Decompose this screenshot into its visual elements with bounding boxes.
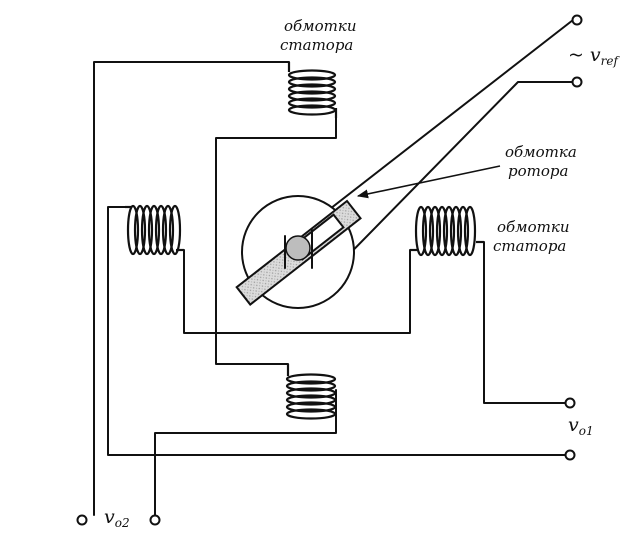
rotor-shaft-bracket — [284, 229, 313, 269]
wire-right-coil-right — [483, 241, 566, 404]
label-rotor-1: обмотка — [505, 143, 577, 161]
label-stator-top-1: обмотки — [284, 17, 357, 35]
rotor-shaft — [285, 235, 311, 261]
terminal-ref-bottom — [571, 76, 583, 88]
wire-left-coil-bottom — [183, 249, 411, 334]
terminal-o2-left — [76, 514, 88, 526]
label-stator-right-1: обмотки — [497, 218, 570, 236]
wire-top-coil-right — [215, 117, 337, 365]
terminal-ref-top — [571, 14, 583, 26]
label-stator-top-2: статора — [280, 36, 353, 54]
terminal-o1 — [564, 397, 576, 409]
stator-coil-right — [410, 205, 484, 257]
wire-rotor-lead-b — [321, 81, 574, 283]
stator-coil-bottom — [285, 364, 337, 420]
label-rotor-2: ротора — [508, 162, 568, 180]
stator-coil-left — [125, 204, 184, 256]
rotor-label-arrow — [356, 165, 501, 199]
label-vo2: vo2 — [104, 506, 130, 530]
label-vo1: vo1 — [568, 414, 594, 438]
label-stator-right-2: статора — [493, 237, 566, 255]
terminal-o1-return — [564, 449, 576, 461]
wire-bottom-coil-right — [154, 389, 337, 516]
terminal-o2-right — [149, 514, 161, 526]
label-vref: ~vref — [568, 44, 620, 68]
stator-coil-top — [287, 62, 338, 118]
wire-top-coil-left — [93, 61, 290, 516]
wire-left-coil-top — [107, 206, 566, 456]
